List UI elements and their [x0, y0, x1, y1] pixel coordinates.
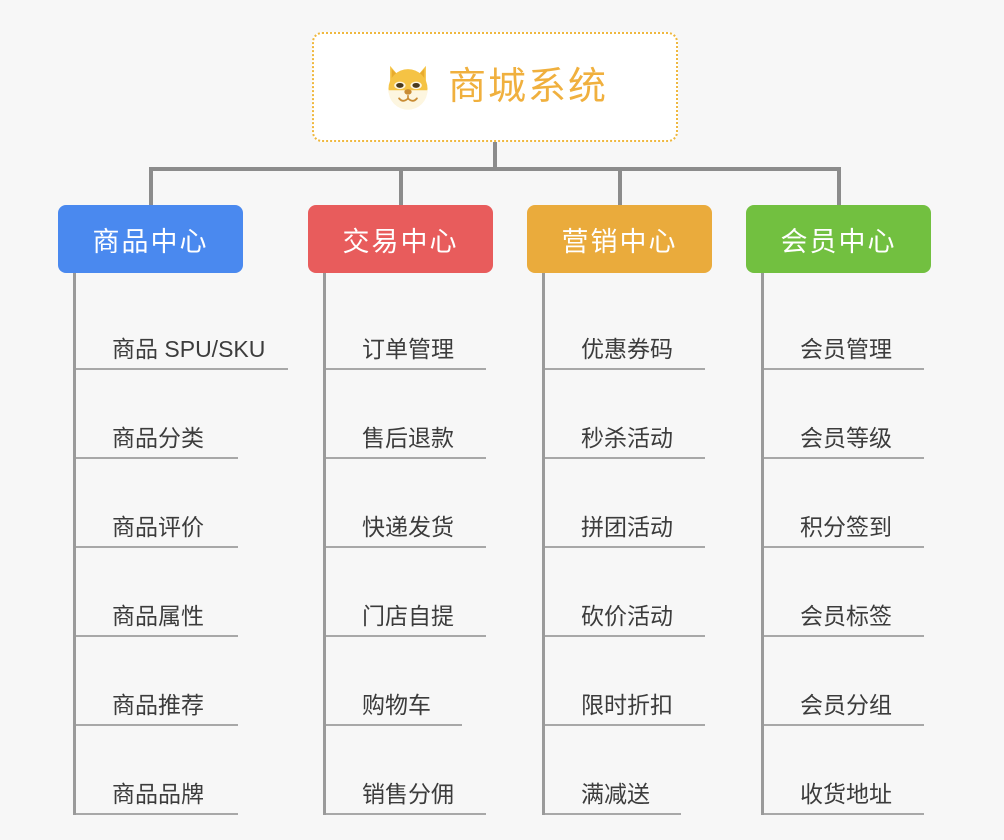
leaf-label: 商品推荐: [112, 691, 204, 718]
root-title: 商城系统: [447, 66, 608, 108]
category-header-marketing-center[interactable]: 营销中心: [527, 205, 712, 273]
connector-drop-marketing-center: [618, 167, 622, 205]
leaf-label: 积分签到: [800, 513, 892, 540]
list-item[interactable]: 拼团活动: [545, 459, 712, 548]
list-item[interactable]: 优惠券码: [545, 281, 712, 370]
branch-member-center: 会员中心 会员管理 会员等级 积分签到 会员标签 会员分组: [746, 205, 931, 815]
leaf-label: 砍价活动: [581, 602, 673, 629]
list-item[interactable]: 门店自提: [326, 548, 493, 637]
leaf-underline: [545, 813, 681, 815]
leaf-list-product-center: 商品 SPU/SKU 商品分类 商品评价 商品属性 商品推荐 商品品牌: [73, 273, 288, 815]
leaf-underline: [76, 724, 238, 726]
leaf-label: 门店自提: [362, 602, 454, 629]
list-item[interactable]: 快递发货: [326, 459, 493, 548]
leaf-label: 商品属性: [112, 602, 204, 629]
leaf-label: 限时折扣: [581, 691, 673, 718]
leaf-label: 商品分类: [112, 424, 204, 451]
list-item[interactable]: 收货地址: [764, 726, 931, 815]
leaf-label: 购物车: [362, 691, 431, 718]
list-item[interactable]: 满减送: [545, 726, 712, 815]
list-item[interactable]: 商品评价: [76, 459, 265, 548]
category-label: 商品中心: [92, 226, 209, 257]
leaf-label: 拼团活动: [581, 513, 673, 540]
list-item[interactable]: 订单管理: [326, 281, 493, 370]
leaf-underline: [764, 724, 924, 726]
leaf-underline: [326, 724, 462, 726]
list-item[interactable]: 商品品牌: [76, 726, 265, 815]
leaf-label: 商品品牌: [112, 780, 204, 807]
leaf-label: 满减送: [581, 780, 650, 807]
list-item[interactable]: 限时折扣: [545, 637, 712, 726]
category-label: 营销中心: [561, 226, 678, 257]
list-item[interactable]: 会员分组: [764, 637, 931, 726]
leaf-label: 商品评价: [112, 513, 204, 540]
list-item[interactable]: 会员标签: [764, 548, 931, 637]
list-item[interactable]: 商品分类: [76, 370, 265, 459]
connector-drop-member-center: [837, 167, 841, 205]
leaf-label: 会员分组: [800, 691, 892, 718]
shiba-dog-face-icon: [388, 65, 428, 110]
leaf-underline: [76, 546, 238, 548]
list-item[interactable]: 砍价活动: [545, 548, 712, 637]
leaf-label: 售后退款: [362, 424, 454, 451]
leaf-list-marketing-center: 优惠券码 秒杀活动 拼团活动 砍价活动 限时折扣 满减送: [542, 273, 712, 815]
leaf-underline: [326, 457, 486, 459]
leaf-label: 销售分佣: [362, 780, 454, 807]
branch-product-center: 商品中心 商品 SPU/SKU 商品分类 商品评价 商品属性 商品推荐: [58, 205, 288, 815]
list-item[interactable]: 会员等级: [764, 370, 931, 459]
leaf-label: 快递发货: [362, 513, 454, 540]
leaf-underline: [76, 368, 288, 370]
category-label: 交易中心: [342, 226, 459, 257]
category-header-member-center[interactable]: 会员中心: [746, 205, 931, 273]
root-node[interactable]: 商城系统: [312, 32, 678, 142]
list-item[interactable]: 商品推荐: [76, 637, 265, 726]
connector-drop-trade-center: [399, 167, 403, 205]
list-item[interactable]: 购物车: [326, 637, 493, 726]
leaf-underline: [545, 635, 705, 637]
category-header-trade-center[interactable]: 交易中心: [308, 205, 493, 273]
list-item[interactable]: 秒杀活动: [545, 370, 712, 459]
connector-drop-product-center: [149, 167, 153, 205]
leaf-label: 会员等级: [800, 424, 892, 451]
leaf-list-trade-center: 订单管理 售后退款 快递发货 门店自提 购物车 销售分佣: [323, 273, 493, 815]
connector-root-stem: [493, 142, 497, 170]
connector-horizontal-bus: [149, 167, 841, 171]
leaf-underline: [545, 546, 705, 548]
list-item[interactable]: 销售分佣: [326, 726, 493, 815]
category-label: 会员中心: [780, 226, 897, 257]
leaf-label: 秒杀活动: [581, 424, 673, 451]
leaf-underline: [545, 457, 705, 459]
list-item[interactable]: 商品 SPU/SKU: [76, 281, 288, 370]
leaf-underline: [326, 813, 486, 815]
leaf-label: 会员管理: [800, 335, 892, 362]
leaf-label: 会员标签: [800, 602, 892, 629]
branch-trade-center: 交易中心 订单管理 售后退款 快递发货 门店自提 购物车: [308, 205, 493, 815]
leaf-underline: [764, 635, 924, 637]
leaf-label: 收货地址: [800, 780, 892, 807]
leaf-underline: [545, 724, 705, 726]
branch-marketing-center: 营销中心 优惠券码 秒杀活动 拼团活动 砍价活动 限时折扣: [527, 205, 712, 815]
leaf-underline: [76, 635, 238, 637]
list-item[interactable]: 售后退款: [326, 370, 493, 459]
leaf-underline: [326, 546, 486, 548]
list-item[interactable]: 商品属性: [76, 548, 265, 637]
leaf-underline: [326, 368, 486, 370]
list-item[interactable]: 会员管理: [764, 281, 931, 370]
leaf-underline: [764, 457, 924, 459]
leaf-label: 商品 SPU/SKU: [112, 335, 266, 362]
leaf-underline: [76, 813, 238, 815]
leaf-underline: [764, 368, 924, 370]
leaf-underline: [545, 368, 705, 370]
leaf-list-member-center: 会员管理 会员等级 积分签到 会员标签 会员分组 收货地址: [761, 273, 931, 815]
leaf-underline: [764, 813, 924, 815]
leaf-underline: [764, 546, 924, 548]
leaf-underline: [76, 457, 238, 459]
leaf-underline: [326, 635, 486, 637]
category-header-product-center[interactable]: 商品中心: [58, 205, 243, 273]
list-item[interactable]: 积分签到: [764, 459, 931, 548]
leaf-label: 优惠券码: [581, 335, 673, 362]
leaf-label: 订单管理: [362, 335, 454, 362]
